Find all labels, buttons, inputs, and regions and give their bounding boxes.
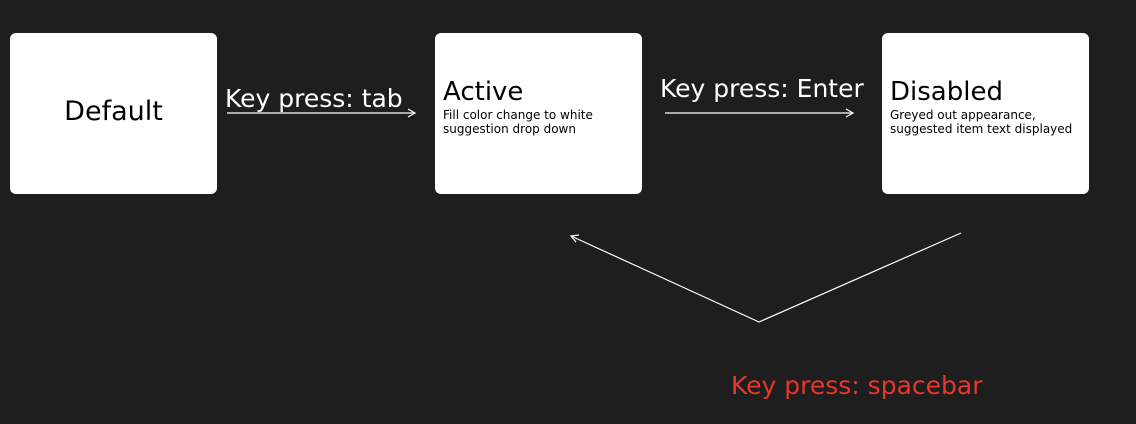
state-disabled-box: Disabled Greyed out appearance, suggeste…	[882, 33, 1089, 194]
state-disabled-description: Greyed out appearance, suggested item te…	[890, 108, 1072, 136]
state-active-description: Fill color change to white suggestion dr…	[443, 108, 593, 136]
arrow-default-to-active	[227, 108, 417, 118]
state-active-description-line2: suggestion drop down	[443, 122, 576, 136]
state-active-box: Active Fill color change to white sugges…	[435, 33, 642, 194]
transition-tab-label: Key press: tab	[225, 84, 403, 113]
state-default-box: Default	[10, 33, 217, 194]
arrow-active-to-disabled	[665, 108, 855, 118]
state-disabled-title: Disabled	[890, 77, 1003, 107]
transition-enter-label: Key press: Enter	[660, 74, 864, 103]
transition-spacebar-label: Key press: spacebar	[731, 371, 983, 400]
arrow-disabled-to-active	[569, 232, 962, 323]
state-active-description-line1: Fill color change to white	[443, 108, 593, 122]
state-disabled-description-line2: suggested item text displayed	[890, 122, 1073, 136]
state-default-title: Default	[64, 96, 163, 127]
state-active-title: Active	[443, 77, 524, 107]
state-disabled-description-line1: Greyed out appearance,	[890, 108, 1036, 122]
